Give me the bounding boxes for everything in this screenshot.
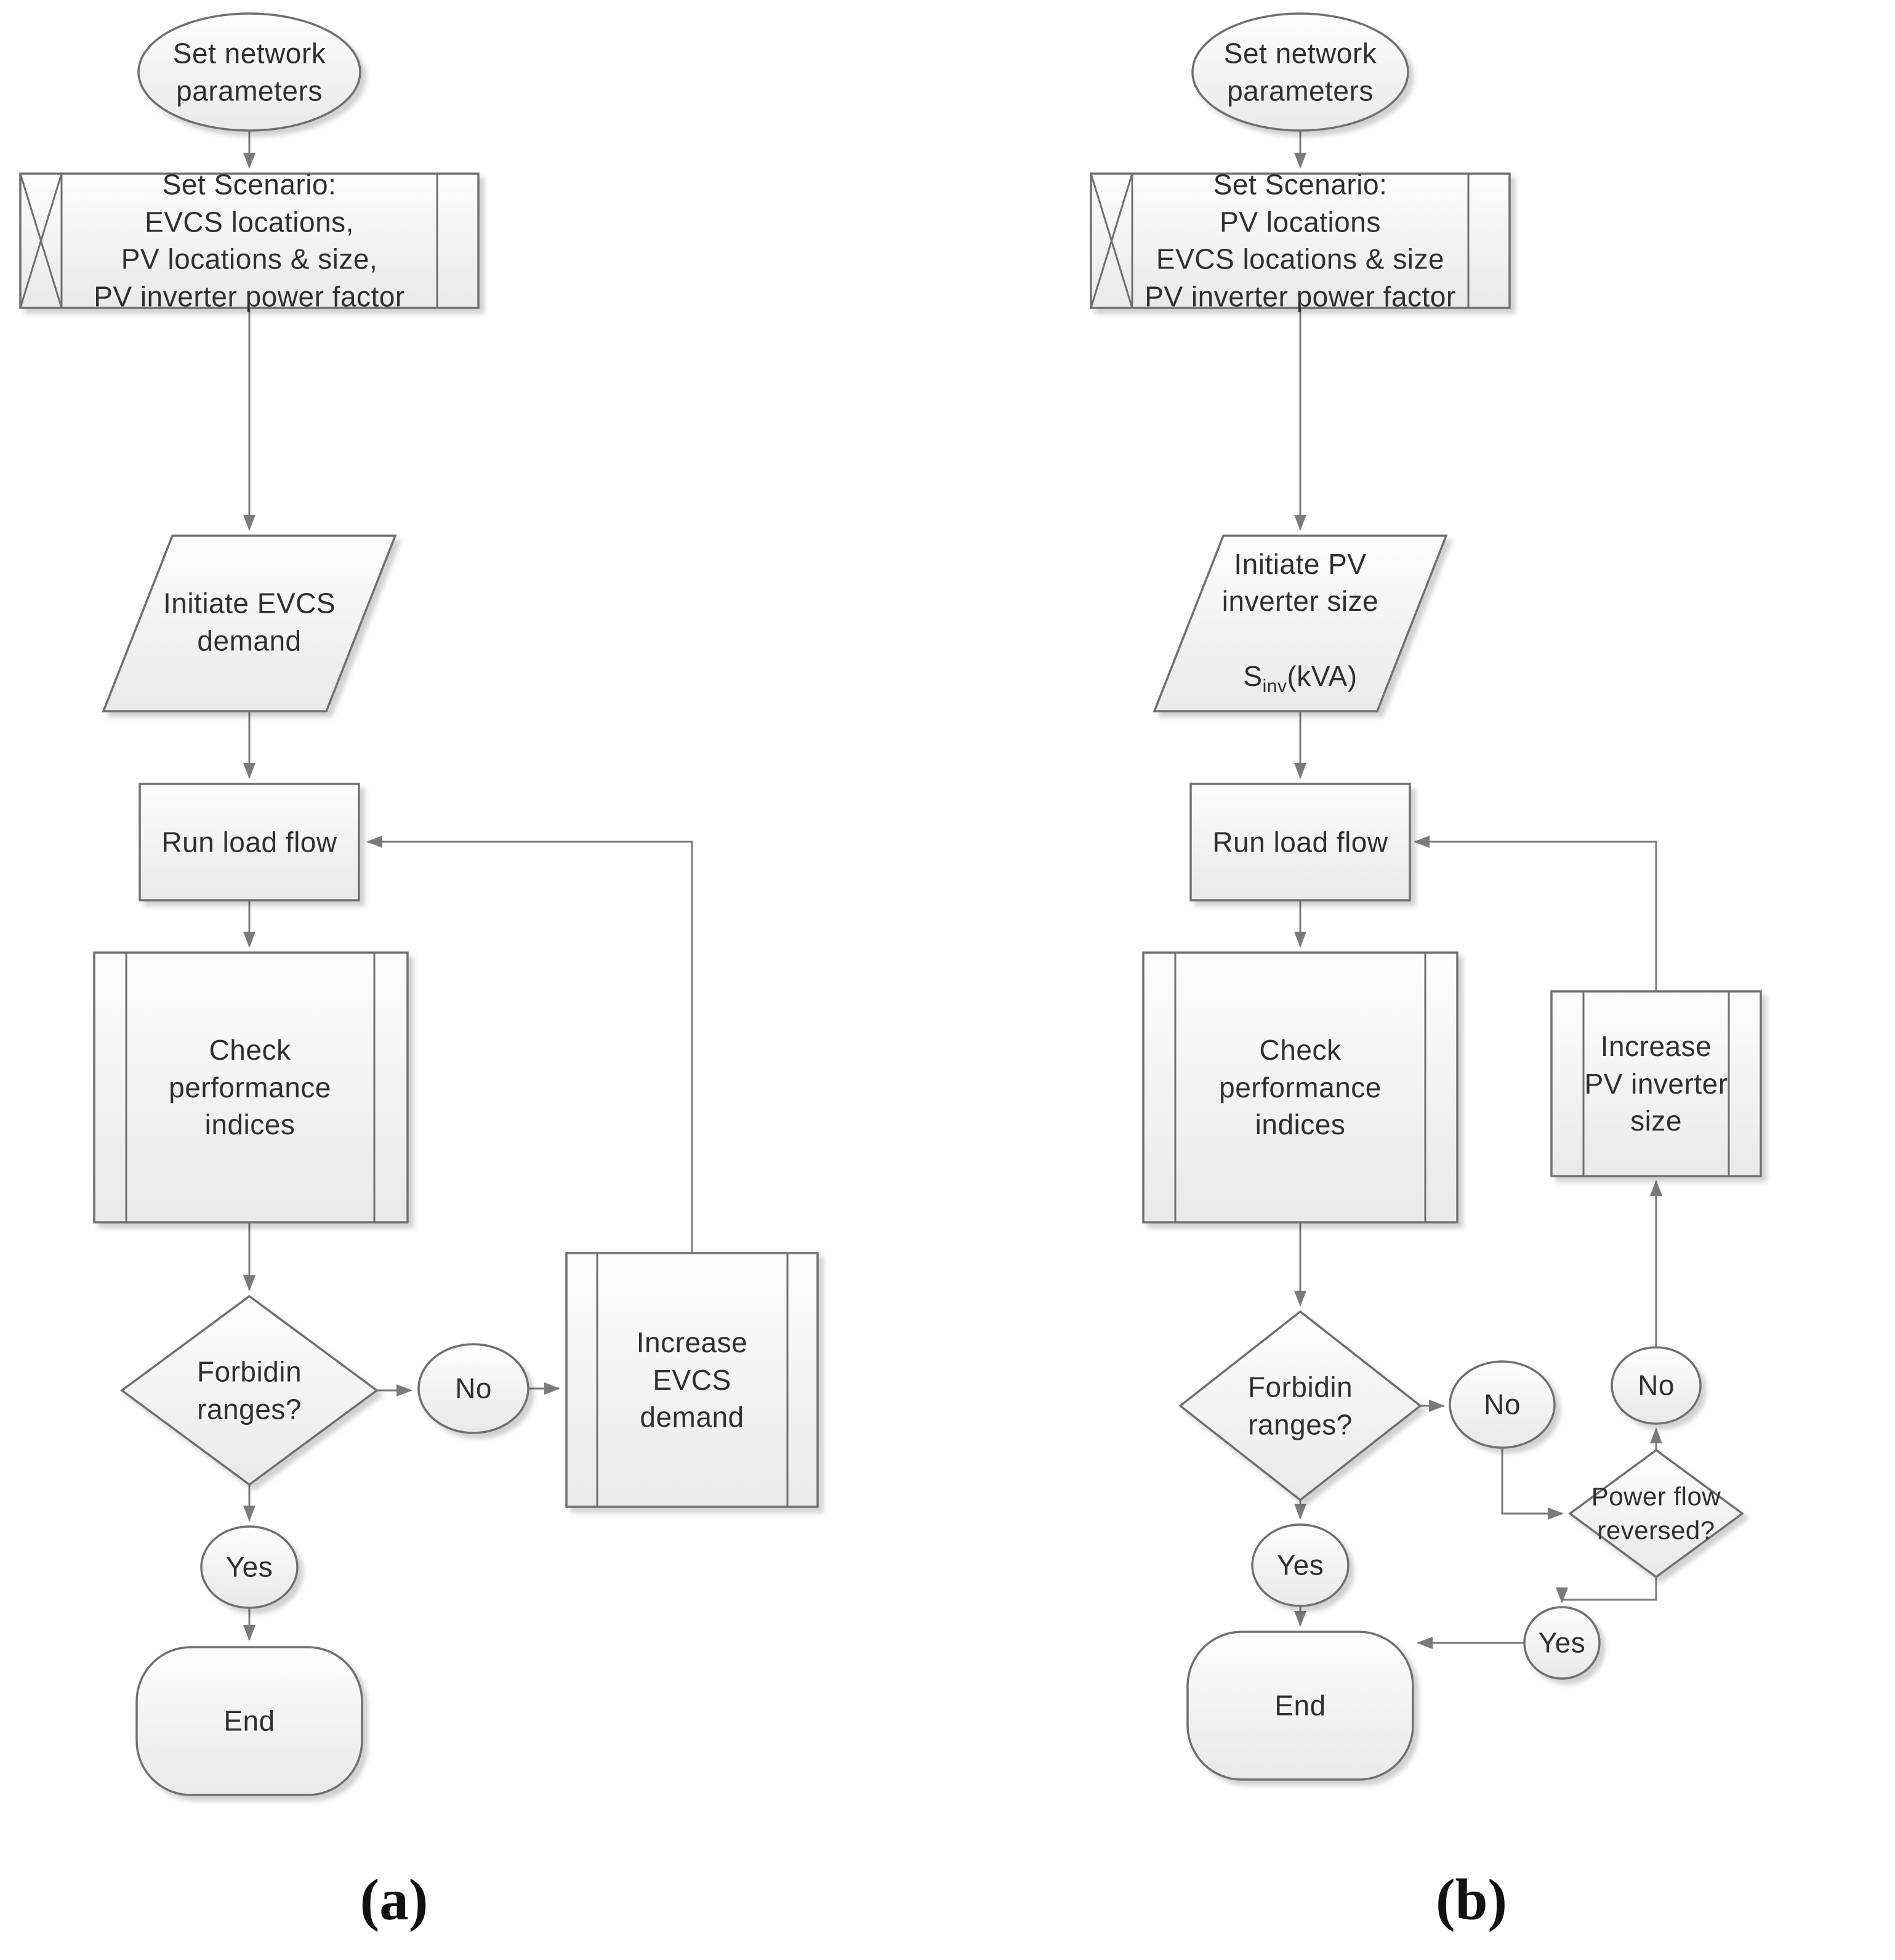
subroutine-set-scenario-b <box>1090 172 1511 309</box>
yes-first-label-b: Yes <box>1276 1549 1324 1581</box>
end-label-a: End <box>223 1704 275 1737</box>
increase-demand-label-a: Increase EVCS demand <box>636 1326 748 1434</box>
inverter-symbol-sub: inv <box>1262 676 1287 696</box>
subroutine-increase-evcs-demand <box>565 1252 819 1508</box>
terminator-end-b <box>1186 1631 1414 1781</box>
terminator-start-b <box>1191 12 1409 132</box>
flowchart-a <box>19 12 819 1796</box>
flowchart-b <box>1090 12 1762 1781</box>
inverter-symbol-unit: (kVA) <box>1287 659 1358 692</box>
yes-second-label-b: Yes <box>1538 1626 1586 1659</box>
check-indices-label-b: Check performance indices <box>1219 1033 1382 1141</box>
initiate-inverter-lines: Initiate PV inverter size <box>1221 547 1379 618</box>
forbidden-ranges-label-a: Forbidin ranges? <box>196 1355 302 1425</box>
check-indices-label-a: Check performance indices <box>169 1033 331 1141</box>
initiate-demand-label-a: Initiate EVCS demand <box>163 587 336 656</box>
subroutine-increase-pv-inverter-size <box>1550 990 1762 1177</box>
connector-yes-a <box>200 1525 299 1609</box>
terminator-end-a <box>135 1646 363 1796</box>
arrow-b-no1-to-power-decision <box>1501 1448 1564 1520</box>
connector-no-a <box>417 1343 529 1434</box>
run-load-flow-label-a: Run load flow <box>161 826 337 858</box>
scenario-a-x-mark-2 <box>19 173 63 309</box>
run-load-flow-label-b: Run load flow <box>1212 826 1388 858</box>
set-scenario-label-b: Set Scenario: PV locations EVCS location… <box>1145 168 1456 313</box>
caption-a: (a) <box>360 1867 428 1932</box>
caption-b: (b) <box>1435 1867 1508 1932</box>
power-flow-reversed-label-b: Power flow reversed? <box>1591 1482 1721 1545</box>
arrow-b-power-to-yes2 <box>1556 1577 1657 1603</box>
subroutine-set-scenario-a <box>19 172 480 309</box>
decision-forbidden-ranges-b <box>1178 1310 1422 1502</box>
yes-label-a: Yes <box>225 1551 273 1583</box>
start-label-a: Set network parameters <box>172 37 326 107</box>
terminator-start-a <box>137 12 361 132</box>
set-scenario-label-a: Set Scenario: EVCS locations, PV locatio… <box>94 168 405 313</box>
process-run-load-flow-a <box>139 783 360 901</box>
end-label-b: End <box>1274 1689 1326 1722</box>
decision-forbidden-ranges-a <box>120 1294 379 1486</box>
subroutine-check-indices-a <box>93 951 409 1224</box>
no-first-label-b: No <box>1484 1388 1521 1421</box>
connector-yes-2-b <box>1523 1606 1601 1680</box>
scenario-b-x-mark-2 <box>1090 173 1133 309</box>
no-label-a: No <box>455 1372 492 1405</box>
decision-power-flow-reversed <box>1568 1448 1744 1579</box>
arrow-b-increase-to-run-feedback <box>1414 836 1657 991</box>
io-initiate-pv-inverter-size <box>1153 534 1448 712</box>
no-second-label-b: No <box>1638 1369 1675 1401</box>
connector-no-2-b <box>1611 1346 1702 1425</box>
inverter-symbol-line: Sinv(kVA) <box>1222 658 1378 699</box>
forbidden-ranges-label-b: Forbidin ranges? <box>1247 1371 1353 1440</box>
increase-inverter-label-b: Increase PV inverter size <box>1584 1030 1728 1137</box>
connector-no-1-b <box>1449 1360 1556 1449</box>
inverter-symbol-base: S <box>1243 659 1263 692</box>
start-label-b: Set network parameters <box>1223 37 1377 107</box>
process-run-load-flow-b <box>1189 783 1411 901</box>
connector-yes-1-b <box>1251 1523 1350 1607</box>
io-initiate-evcs-demand <box>102 534 397 712</box>
arrow-a-increase-to-run-feedback <box>366 836 693 1253</box>
subroutine-check-indices-b <box>1142 951 1458 1224</box>
initiate-inverter-label-b: Initiate PV inverter size Sinv(kVA) <box>1222 508 1378 736</box>
